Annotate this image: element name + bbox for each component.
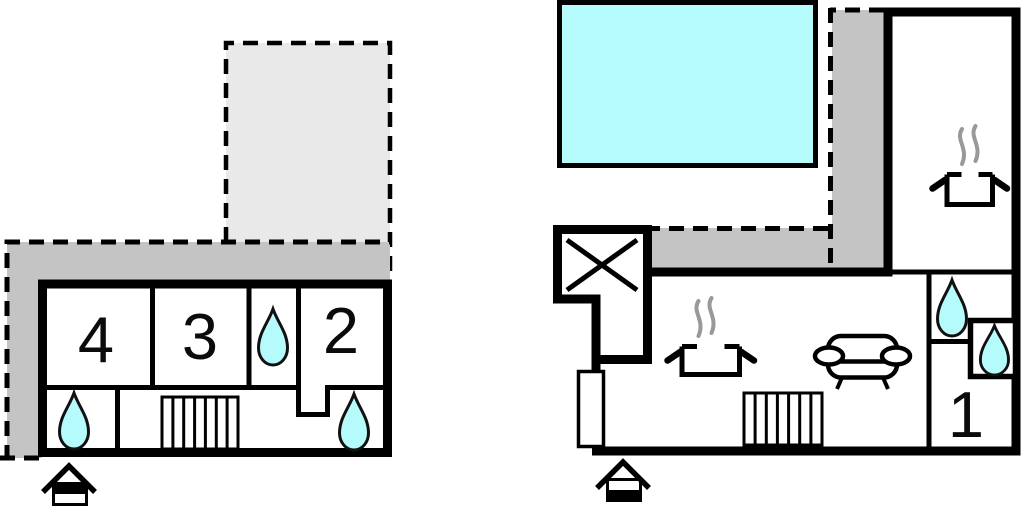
door-icon [576,369,606,449]
inner-walls [47,284,384,448]
inner-walls [892,269,1013,447]
room-1-label: 1 [948,378,984,451]
pool [557,0,818,168]
terrace-area [650,10,884,268]
upper-terrace-area [226,43,390,242]
room-4-label: 4 [78,303,114,376]
stove-icon [664,296,758,377]
water-drop-icon [936,278,968,338]
terrace-dashed-border [0,239,390,461]
upper-terrace-dashed-border [223,40,393,280]
stove-icon [929,124,1011,207]
terrace-area [7,242,390,458]
x-mark-icon [565,237,639,293]
stairs-icon [160,395,240,451]
house-level-icon-upper [41,462,97,506]
building-outline [883,7,1021,451]
terrace-dashed-border [650,7,884,268]
room-2-label: 2 [323,294,359,367]
room-3-label: 3 [182,300,218,373]
house-level-icon-ground [595,458,651,502]
x-box-walls [553,225,652,372]
stairs-icon [742,391,824,447]
sofa-icon [812,333,913,390]
ground-floor-plan: 1 [553,0,1021,502]
upper-floor-plan: 4 3 2 [0,40,393,506]
